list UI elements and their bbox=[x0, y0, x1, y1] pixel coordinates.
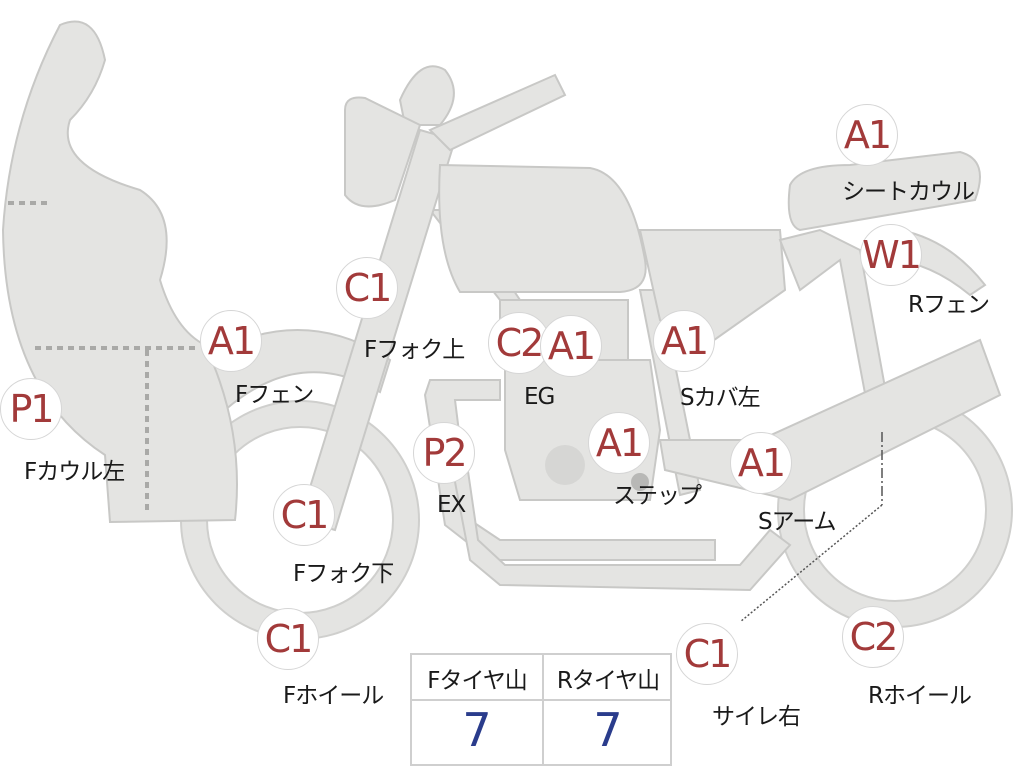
tread-column-divider bbox=[542, 655, 544, 764]
callout-badge: A1 bbox=[730, 432, 792, 494]
callout-label: サイレ右 bbox=[712, 704, 801, 730]
step-peg-left bbox=[631, 473, 649, 491]
silencer-leader-diag bbox=[739, 504, 883, 623]
callout-label: Rフェン bbox=[908, 292, 990, 318]
callout-label: Fフォク下 bbox=[293, 561, 394, 587]
headlight-shape bbox=[398, 65, 455, 126]
front-cowl-shape bbox=[1, 20, 238, 524]
rear-tread-value: 7 bbox=[593, 703, 623, 757]
callout-label: EG bbox=[524, 384, 555, 410]
callout-label: Sカバ左 bbox=[680, 385, 761, 411]
callout-badge: P2 bbox=[413, 422, 475, 484]
exhaust-lower-shape bbox=[443, 429, 792, 592]
callout-badge: A1 bbox=[653, 310, 715, 372]
callout-badge: C1 bbox=[273, 484, 335, 546]
callout-label: Fフォク上 bbox=[364, 337, 465, 363]
fuel-tank-shape bbox=[438, 163, 647, 293]
callout-label: EX bbox=[437, 492, 466, 518]
callout-badge: C1 bbox=[257, 608, 319, 670]
callout-badge: W1 bbox=[860, 224, 922, 286]
tire-tread-table: Fタイヤ山 Rタイヤ山 7 7 bbox=[410, 653, 672, 766]
handlebar-shape bbox=[428, 73, 567, 152]
callout-label: Fホイール bbox=[283, 683, 384, 709]
front-tread-header: Fタイヤ山 bbox=[427, 668, 528, 694]
front-cowl-top-shape bbox=[344, 96, 422, 208]
callout-badge: A1 bbox=[540, 315, 602, 377]
callout-badge: P1 bbox=[0, 378, 62, 440]
engine-cover-shape bbox=[545, 445, 585, 485]
swing-arm-shape bbox=[658, 338, 1002, 502]
tread-header-row bbox=[412, 655, 670, 701]
callout-badge: C2 bbox=[842, 606, 904, 668]
callout-label: Sアーム bbox=[758, 509, 837, 535]
callout-label: Fカウル左 bbox=[24, 459, 125, 485]
callout-badge: A1 bbox=[200, 310, 262, 372]
callout-badge: C1 bbox=[336, 257, 398, 319]
seat-cowl-shape bbox=[787, 150, 981, 232]
callout-label: ステップ bbox=[613, 483, 702, 509]
callout-badge: A1 bbox=[588, 412, 650, 474]
callout-badge: A1 bbox=[836, 104, 898, 166]
callout-badge: C2 bbox=[488, 312, 550, 374]
callout-label: Fフェン bbox=[235, 382, 314, 408]
rear-tread-header: Rタイヤ山 bbox=[556, 668, 660, 694]
front-tread-value: 7 bbox=[462, 703, 492, 757]
callout-badge: C1 bbox=[676, 623, 738, 685]
exhaust-pipe-shape bbox=[423, 379, 716, 561]
callout-label: Rホイール bbox=[868, 683, 972, 709]
callout-label: シートカウル bbox=[842, 179, 975, 205]
